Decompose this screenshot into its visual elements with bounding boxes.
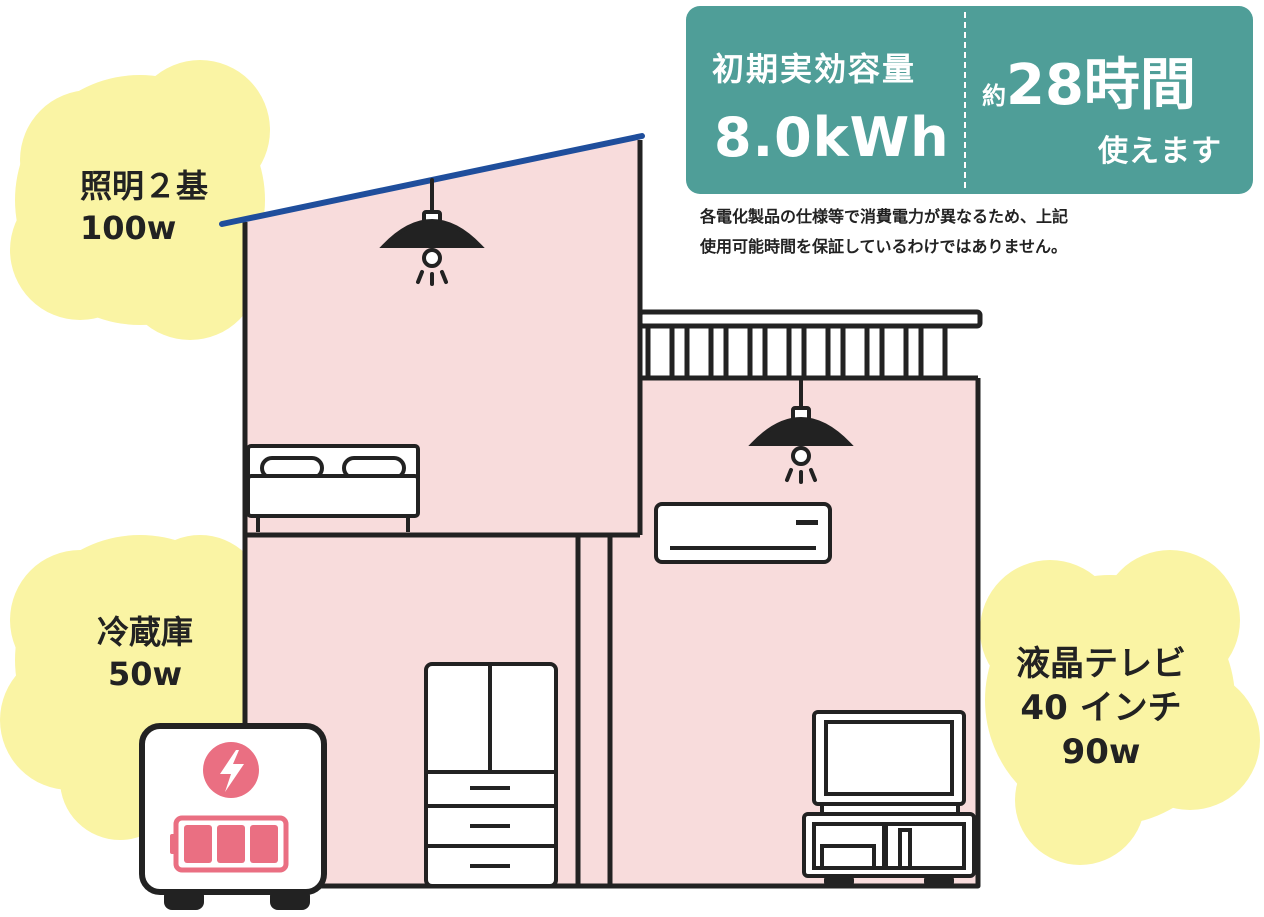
disclaimer-line-2: 使用可能時間を保証しているわけではありません。 <box>700 237 1068 256</box>
disclaimer-line-1: 各電化製品の仕様等で消費電力が異なるため、上記 <box>700 207 1069 226</box>
duration-prefix: 約 <box>982 82 1006 110</box>
battery-level-icon <box>170 815 289 873</box>
disclaimer-note: 各電化製品の仕様等で消費電力が異なるため、上記 使用可能時間を保証しているわけで… <box>700 202 1068 262</box>
capacity-divider <box>964 12 966 188</box>
duration-line: 約28時間 <box>982 40 1196 121</box>
tv-name: 液晶テレビ <box>1016 644 1186 684</box>
bubble-lighting <box>10 60 270 340</box>
tv-power: 90w <box>1061 732 1141 773</box>
bubble-fridge <box>0 535 265 840</box>
capacity-panel: 初期実効容量 8.0kWh 約28時間 使えます <box>686 6 1253 194</box>
fridge-power: 50w <box>107 654 183 693</box>
duration-suffix: 使えます <box>1098 134 1222 169</box>
tv-size: 40 インチ <box>1020 688 1182 729</box>
fridge-name: 冷蔵庫 <box>96 613 193 651</box>
capacity-value: 8.0kWh <box>714 106 950 169</box>
tv-icon <box>802 710 976 888</box>
home-battery-icon <box>139 723 327 910</box>
lighting-power: 100w <box>80 208 177 247</box>
pendant-lamp-icon <box>748 376 854 484</box>
bubble-tv <box>980 550 1260 865</box>
bed-icon <box>246 444 420 532</box>
tv-label: 液晶テレビ 40 インチ 90w <box>996 642 1206 775</box>
lighting-name: 照明２基 <box>80 167 209 205</box>
lighting-label: 照明２基 100w <box>80 166 208 249</box>
air-conditioner-icon <box>654 502 832 564</box>
balcony-railing <box>637 309 983 381</box>
fridge-label: 冷蔵庫 50w <box>80 612 210 695</box>
capacity-label: 初期実効容量 <box>712 50 917 88</box>
pendant-lamp-icon <box>379 178 485 286</box>
lightning-icon <box>203 742 259 798</box>
duration-value: 28時間 <box>1006 53 1196 118</box>
refrigerator-icon <box>424 662 558 888</box>
